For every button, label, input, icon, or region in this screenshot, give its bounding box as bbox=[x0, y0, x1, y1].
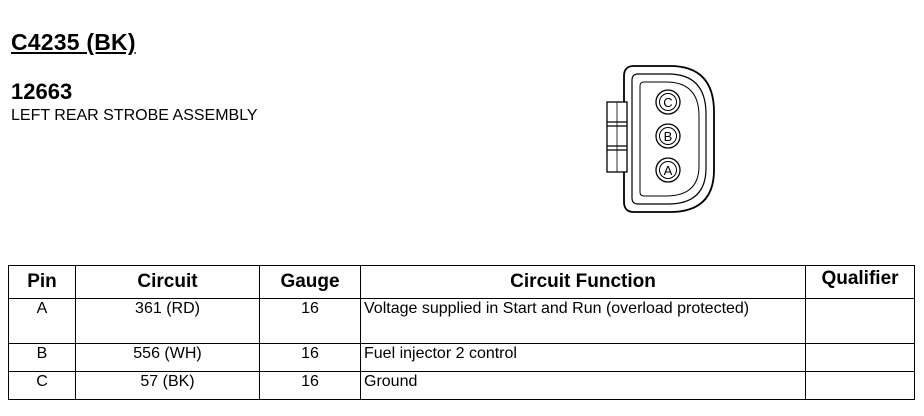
gauge-cell: 16 bbox=[259, 298, 361, 344]
pin-cavity-c: C bbox=[655, 89, 681, 115]
qualifier-cell bbox=[805, 343, 915, 372]
pinout-table: Pin Circuit Gauge Circuit Function Quali… bbox=[8, 265, 915, 400]
header-pin: Pin bbox=[8, 265, 76, 299]
connector-id: C4235 (BK) bbox=[11, 29, 136, 55]
pin-label-c: C bbox=[663, 95, 672, 110]
locking-tab bbox=[606, 101, 628, 173]
pin-label-b: B bbox=[664, 129, 673, 144]
circuit-cell: 361 (RD) bbox=[75, 298, 260, 344]
circuit-cell: 57 (BK) bbox=[75, 371, 260, 400]
gauge-cell: 16 bbox=[259, 343, 361, 372]
function-cell: Voltage supplied in Start and Run (overl… bbox=[360, 298, 806, 344]
table-row: C 57 (BK) 16 Ground bbox=[8, 371, 915, 400]
pin-cell: A bbox=[8, 298, 76, 344]
gauge-cell: 16 bbox=[259, 371, 361, 400]
pin-cavity-b: B bbox=[655, 123, 681, 149]
connector-face-diagram: C B A bbox=[606, 65, 715, 213]
header-circuit-function: Circuit Function bbox=[360, 265, 806, 299]
header-qualifier: Qualifier bbox=[805, 265, 915, 299]
part-number: 12663 bbox=[11, 79, 73, 104]
header-circuit: Circuit bbox=[75, 265, 260, 299]
connector-housing bbox=[623, 65, 715, 213]
pin-cavity-a: A bbox=[655, 157, 681, 183]
table-row: B 556 (WH) 16 Fuel injector 2 control bbox=[8, 343, 915, 372]
table-header-row: Pin Circuit Gauge Circuit Function Quali… bbox=[8, 265, 915, 299]
circuit-cell: 556 (WH) bbox=[75, 343, 260, 372]
header-gauge: Gauge bbox=[259, 265, 361, 299]
table-row: A 361 (RD) 16 Voltage supplied in Start … bbox=[8, 298, 915, 344]
qualifier-cell bbox=[805, 371, 915, 400]
pin-label-a: A bbox=[664, 163, 673, 178]
pin-cell: C bbox=[8, 371, 76, 400]
function-cell: Fuel injector 2 control bbox=[360, 343, 806, 372]
component-description: LEFT REAR STROBE ASSEMBLY bbox=[11, 107, 258, 124]
pin-cell: B bbox=[8, 343, 76, 372]
function-cell: Ground bbox=[360, 371, 806, 400]
qualifier-cell bbox=[805, 298, 915, 344]
